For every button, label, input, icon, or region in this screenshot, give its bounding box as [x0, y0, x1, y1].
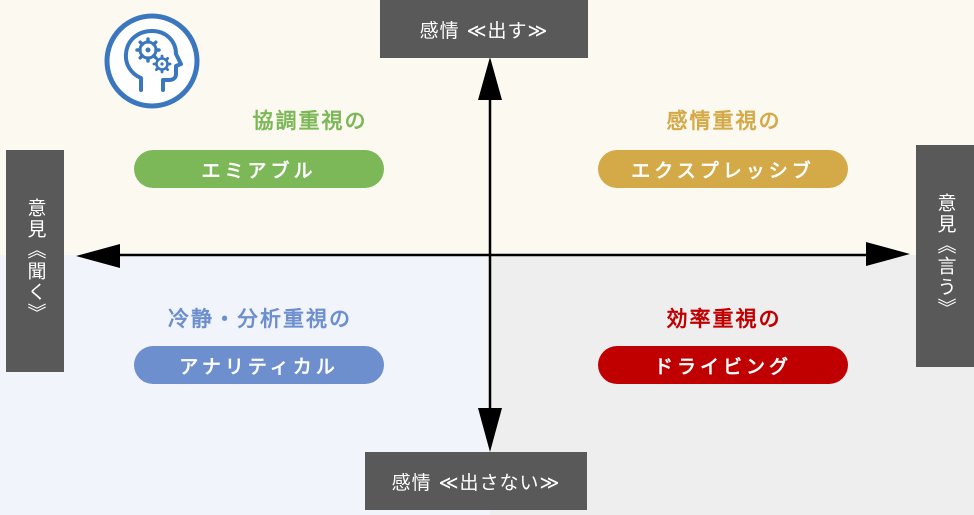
style-label-expressive: エクスプレッシブ [598, 150, 848, 188]
axis-label-right: 意見《言う》 [916, 145, 974, 367]
quadrant-heading-driving: 効率重視の [666, 307, 782, 331]
arrow-left [76, 244, 120, 268]
axis-label-bottom: 感情 ≪出さない≫ [365, 452, 587, 510]
style-label-driving: ドライビング [598, 346, 848, 384]
quadrant-heading-analytical: 冷静・分析重視の [168, 307, 352, 331]
axis-label-top-text: 感情 ≪出す≫ [419, 19, 549, 42]
axis-label-bottom-text: 感情 ≪出さない≫ [391, 471, 561, 494]
axis-label-left: 意見《聞く》 [6, 150, 64, 372]
arrow-down [478, 408, 502, 452]
quadrant-heading-expressive: 感情重視の [666, 109, 782, 133]
arrow-right [866, 242, 910, 266]
style-label-amiable: エミアブル [134, 150, 384, 188]
style-label-analytical: アナリティカル [134, 346, 384, 384]
axis-label-right-text: 意見《言う》 [934, 193, 957, 319]
quadrant-heading-amiable: 協調重視の [252, 109, 368, 133]
arrow-up [478, 57, 502, 100]
axis-label-top: 感情 ≪出す≫ [380, 0, 588, 58]
brain-gears-icon [103, 12, 201, 110]
axis-label-left-text: 意見《聞く》 [24, 198, 47, 324]
